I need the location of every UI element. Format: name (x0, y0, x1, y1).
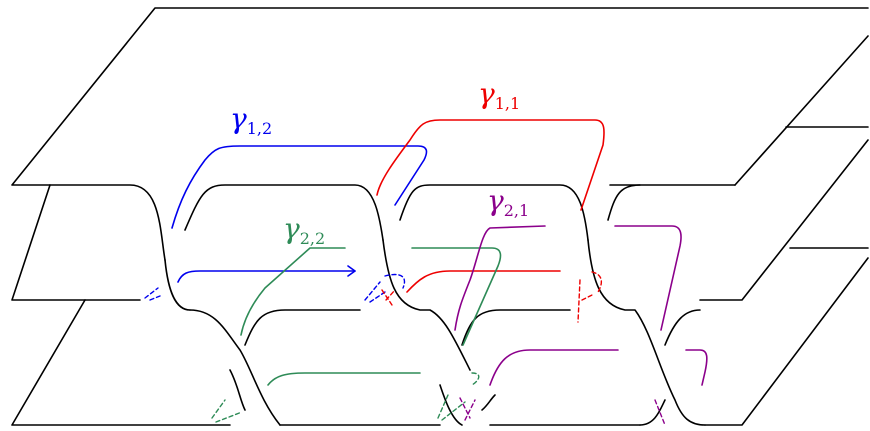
gamma-2-2-lower (267, 372, 421, 386)
bottom-bump-2 (481, 394, 496, 411)
label-gamma-2-2: γ2,2 (283, 212, 325, 248)
twist-2-middle (382, 239, 471, 371)
gamma-1-2-dashed-left (144, 287, 161, 301)
label-gamma-1-1: γ1,1 (478, 77, 520, 113)
bottom-sheet-right (704, 257, 869, 426)
curve-gamma-1-2 (144, 145, 428, 303)
gamma-1-1-dashed-left (381, 289, 396, 306)
top-sheet-outline (11, 7, 869, 261)
bump-3-outline (607, 184, 641, 221)
label-gamma-1-2: γ1,2 (230, 102, 272, 138)
bottom-sheet-left (11, 299, 246, 426)
bottom-bump-3 (639, 399, 666, 426)
gamma-1-1-dashed-right (577, 271, 603, 323)
gamma-2-1-upper (454, 225, 546, 331)
gamma-2-1-dashed-right (654, 399, 666, 426)
return-strand-1 (244, 309, 361, 346)
twist-1-middle (189, 309, 281, 426)
gamma-1-2-upper (171, 145, 428, 229)
gamma-2-2-dashed-left (211, 399, 243, 423)
middle-sheet-left (11, 184, 191, 311)
gamma-2-1-right-hook (685, 349, 708, 386)
return-strand-3 (664, 309, 701, 346)
gamma-2-1-dashed-left (459, 397, 476, 421)
curve-gamma-2-1 (454, 225, 708, 426)
curve-gamma-2-2 (211, 247, 502, 423)
gamma-1-1-lower (406, 270, 561, 293)
bump-1-outline (184, 184, 384, 241)
return-strand-2 (461, 309, 571, 346)
gamma-2-2-dashed-right (437, 372, 480, 421)
gamma-2-2-mid (411, 247, 502, 346)
gamma-2-1-mid (614, 225, 682, 331)
bump-2-outline (399, 184, 589, 241)
twist-3-middle (587, 239, 706, 426)
gamma-1-1-upper (376, 119, 605, 211)
bottom-bump-1 (439, 384, 463, 426)
label-gamma-2-1: γ2,1 (487, 184, 529, 220)
gamma-1-2-dashed-right (364, 273, 406, 303)
gamma-2-1-lower (489, 349, 619, 386)
gamma-2-2-upper (240, 247, 346, 336)
gamma-1-2-lower (177, 270, 356, 283)
gamma-1-2-arrow (347, 265, 356, 277)
middle-sheet-right (699, 139, 869, 301)
curve-gamma-1-1 (376, 119, 605, 323)
sheet-outlines (11, 7, 869, 426)
